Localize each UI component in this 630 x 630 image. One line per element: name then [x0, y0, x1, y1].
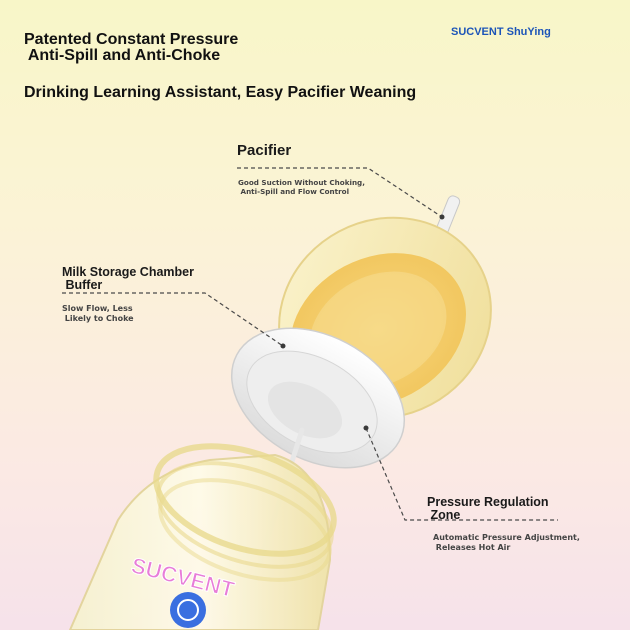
brand-name: SUCVENT ShuYing [451, 26, 551, 38]
callout-regulation-title: Pressure Regulation Zone [427, 495, 549, 522]
headline-line-3: Drinking Learning Assistant, Easy Pacifi… [24, 84, 417, 101]
callout-dots [280, 214, 445, 431]
callout-lines [62, 167, 558, 521]
callout-pacifier-desc: Good Suction Without Choking, Anti-Spill… [238, 178, 365, 196]
bottle-icon [68, 443, 337, 630]
callout-regulation-desc: Automatic Pressure Adjustment, Releases … [433, 533, 580, 552]
headline-line-1: Patented Constant Pressure [24, 31, 239, 48]
callout-pacifier-title: Pacifier [237, 142, 292, 159]
callout-chamber-title: Milk Storage Chamber Buffer [62, 265, 194, 292]
callout-chamber-desc: Slow Flow, Less Likely to Choke [62, 304, 134, 323]
headline-line-2: Anti-Spill and Anti-Choke [24, 47, 221, 64]
valve-icon [230, 327, 406, 469]
